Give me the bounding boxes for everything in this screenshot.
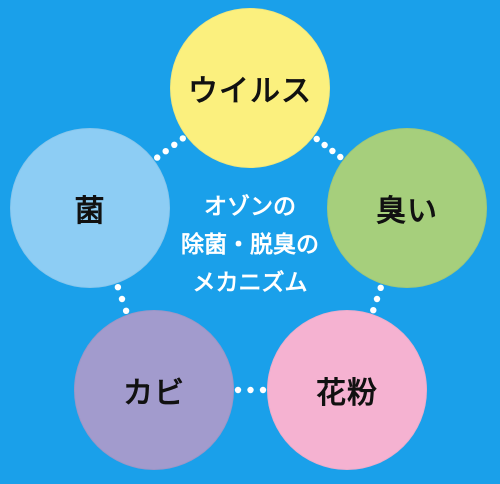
node-bacteria-label: 菌 bbox=[74, 194, 106, 229]
node-pollen-label: 花粉 bbox=[316, 376, 378, 411]
center-caption-line-1: オゾンの bbox=[204, 194, 296, 220]
node-bacteria: 菌 bbox=[10, 128, 170, 288]
connector-dot-3-1 bbox=[118, 295, 126, 303]
node-mold-label: カビ bbox=[123, 376, 185, 411]
center-caption: オゾンの 除菌・脱臭の メカニズム bbox=[160, 188, 340, 302]
connector-dot-0-0 bbox=[313, 135, 320, 143]
connector-dot-2-0 bbox=[259, 386, 267, 394]
connector-dot-3-0 bbox=[122, 307, 130, 314]
connector-dot-4-2 bbox=[171, 141, 178, 148]
connector-dot-0-3 bbox=[337, 153, 344, 161]
node-odor: 臭い bbox=[327, 128, 487, 288]
connector-dot-1-0 bbox=[377, 284, 384, 291]
center-caption-line-2: 除菌・脱臭の bbox=[181, 232, 319, 258]
center-caption-line-3: メカニズム bbox=[192, 270, 308, 296]
connector-dot-2-1 bbox=[247, 386, 254, 394]
node-virus-label: ウイルス bbox=[188, 74, 312, 109]
node-odor-label: 臭い bbox=[376, 194, 438, 229]
node-pollen: 花粉 bbox=[267, 310, 427, 470]
connector-dot-0-1 bbox=[321, 141, 328, 149]
connector-dot-4-0 bbox=[154, 154, 161, 161]
connector-dot-4-1 bbox=[162, 148, 169, 155]
connector-dot-1-2 bbox=[370, 307, 377, 314]
connector-dot-1-1 bbox=[373, 295, 381, 303]
node-mold: カビ bbox=[74, 310, 234, 470]
connector-dot-2-2 bbox=[234, 386, 242, 394]
connector-dot-0-2 bbox=[329, 147, 336, 155]
connector-dot-4-3 bbox=[179, 135, 186, 142]
node-virus: ウイルス bbox=[170, 8, 330, 168]
connector-dot-3-2 bbox=[114, 284, 122, 291]
